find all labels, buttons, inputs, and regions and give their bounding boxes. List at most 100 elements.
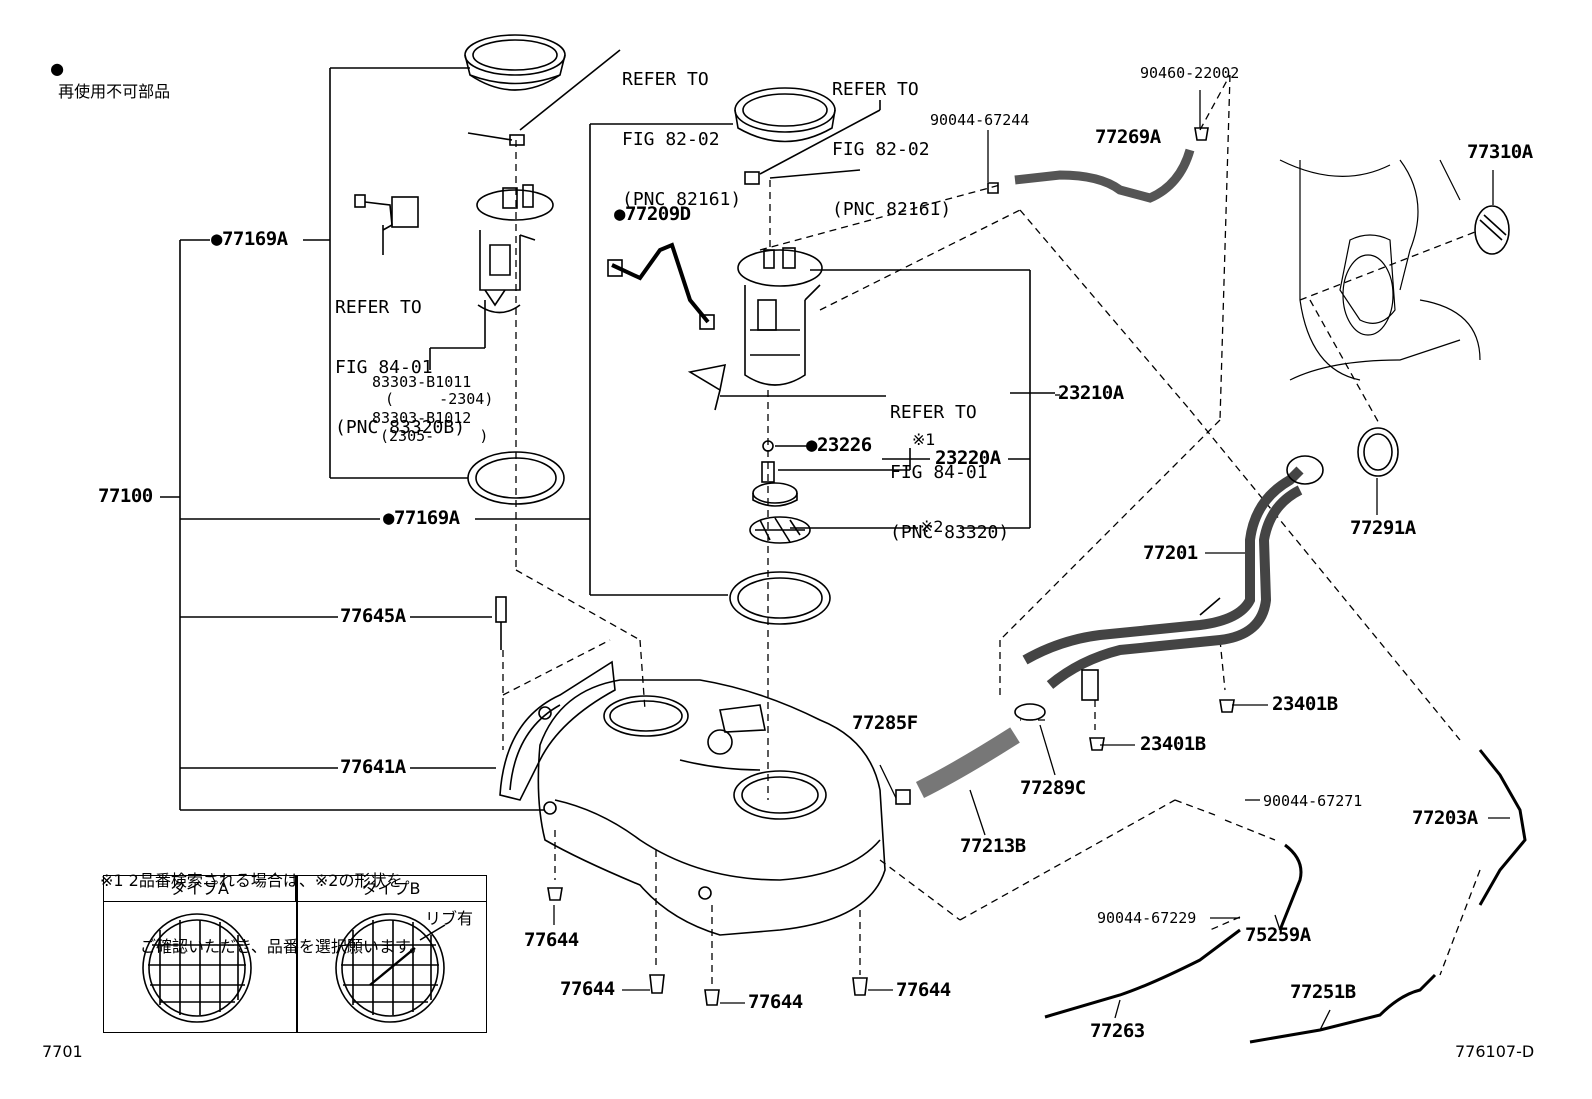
sender-lead-left — [467, 132, 513, 141]
part-77169A-top[interactable]: ●77169A — [211, 228, 288, 250]
filler-mouth — [1286, 455, 1324, 485]
note-line-2: ご確認いただき、品番を選択願います。 — [140, 937, 426, 956]
refer-line: FIG 84-01 — [335, 357, 433, 378]
fuel-tank — [537, 679, 886, 936]
part-77289C[interactable]: 77289C — [1020, 777, 1086, 799]
refer-line: FIG 82-02 — [622, 129, 720, 150]
sender-lead-mid — [769, 169, 861, 179]
vent-tube-75259A — [1278, 843, 1303, 931]
fuel-sender-float-left — [354, 194, 419, 231]
filler-bracket — [1199, 597, 1221, 616]
part-23210A[interactable]: 23210A — [1058, 382, 1124, 404]
part-77285F[interactable]: 77285F — [852, 712, 918, 734]
refer-line: (PNC 83320B) — [335, 417, 466, 438]
hose-clip — [895, 789, 911, 805]
part-90044-67229[interactable]: 90044-67229 — [1097, 909, 1197, 927]
part-77169A-mid[interactable]: ●77169A — [383, 507, 460, 529]
harness-plug-a — [607, 259, 623, 277]
footer-left-code: 7701 — [42, 1042, 83, 1061]
filler-spout — [1081, 669, 1099, 701]
part-77644-c[interactable]: 77644 — [748, 991, 803, 1013]
filler-hose — [915, 727, 1020, 799]
filler-opening-bezel — [1357, 427, 1399, 477]
assembly-bracket-lines — [160, 49, 1055, 811]
part-23226[interactable]: ●23226 — [806, 434, 872, 456]
harness-plug-b — [699, 314, 715, 330]
legend: ● 再使用不可部品 — [40, 40, 170, 102]
type-b-header: タイプB — [296, 876, 486, 902]
part-23401B-b[interactable]: 23401B — [1140, 733, 1206, 755]
vent-tube-77251B — [1249, 973, 1437, 1044]
sub-harness — [611, 242, 710, 324]
body-panel-outline — [1279, 159, 1481, 381]
refer-line: (PNC 82161) — [622, 189, 742, 210]
part-77310A[interactable]: 77310A — [1467, 141, 1533, 163]
mark-2: ※2 — [920, 517, 944, 536]
filler-pipe-outer — [1046, 485, 1303, 689]
refer-line: REFER TO — [622, 69, 709, 90]
sender-plug-left — [509, 134, 525, 146]
part-83303-B1012-range: (2305- ) — [380, 427, 489, 445]
strainer-type-a-illustration — [142, 913, 252, 1023]
table-divider — [296, 876, 298, 1032]
part-23401B-a[interactable]: 23401B — [1272, 693, 1338, 715]
part-77644-d[interactable]: 77644 — [896, 979, 951, 1001]
fuel-sender-float-mid — [687, 363, 727, 411]
strainer-type-table: タイプA タイプB — [103, 875, 487, 1033]
part-77203A[interactable]: 77203A — [1412, 807, 1478, 829]
legend-text: 再使用不可部品 — [58, 82, 171, 101]
part-77213B[interactable]: 77213B — [960, 835, 1026, 857]
refer-note-2: REFER TO FIG 82-02 (PNC 82161) — [832, 40, 951, 240]
hose-clamp-ring — [1014, 703, 1046, 721]
part-75259A[interactable]: 75259A — [1245, 924, 1311, 946]
refer-line: (PNC 82161) — [832, 199, 952, 220]
sender-plug-mid — [744, 171, 760, 185]
part-90460-22002[interactable]: 90460-22002 — [1140, 64, 1240, 82]
part-23220A[interactable]: 23220A — [935, 447, 1001, 469]
part-77100[interactable]: 77100 — [98, 485, 153, 507]
gasket-ring-top-mid — [734, 87, 836, 143]
type-a-header: タイプA — [104, 876, 296, 902]
part-83303-B1011[interactable]: 83303-B1011 — [372, 373, 472, 391]
part-77641A[interactable]: 77641A — [340, 756, 406, 778]
refer-line: FIG 84-01 — [890, 462, 988, 483]
refer-line: REFER TO — [335, 297, 422, 318]
refer-note-4: REFER TO FIG 84-01 (PNC 83320) — [890, 363, 1009, 563]
breather-hose — [1014, 148, 1195, 203]
assembly-dashed-lines — [502, 74, 1481, 985]
part-77291A[interactable]: 77291A — [1350, 517, 1416, 539]
footer-right-code: 776107-D — [1455, 1042, 1535, 1061]
protector-bracket — [499, 660, 616, 801]
part-77201[interactable]: 77201 — [1143, 542, 1198, 564]
part-83303-B1012[interactable]: 83303-B1012 — [372, 409, 472, 427]
gasket-ring-left-lower — [467, 451, 565, 505]
fuel-pump-module-mid — [737, 247, 823, 386]
fuel-strainer — [749, 516, 811, 544]
part-77263[interactable]: 77263 — [1090, 1020, 1145, 1042]
gasket-ring-mid-lower — [729, 571, 831, 625]
part-77645A[interactable]: 77645A — [340, 605, 406, 627]
part-90044-67244[interactable]: 90044-67244 — [930, 111, 1030, 129]
gasket-ring-top-left — [464, 34, 566, 91]
rib-label: リブ有 — [425, 909, 474, 928]
refer-note-1: REFER TO FIG 82-02 (PNC 82161) — [622, 30, 741, 230]
part-77644-b[interactable]: 77644 — [560, 978, 615, 1000]
part-77209D[interactable]: ●77209D — [614, 203, 691, 225]
part-90044-67271[interactable]: 90044-67271 — [1263, 792, 1363, 810]
filler-pipe — [1022, 466, 1304, 665]
refer-line: FIG 82-02 — [832, 139, 930, 160]
part-77644-a[interactable]: 77644 — [524, 929, 579, 951]
vent-tube-77203A — [1478, 749, 1527, 906]
strainer-type-b-illustration — [335, 913, 446, 1023]
part-77251B[interactable]: 77251B — [1290, 981, 1356, 1003]
tank-bolts — [547, 127, 1235, 1006]
bullet-marker: ● — [50, 59, 65, 78]
refer-line: (PNC 83320) — [890, 522, 1010, 543]
mark-1: ※1 — [912, 430, 936, 449]
right-leader-lines — [553, 90, 1510, 1031]
part-77269A[interactable]: 77269A — [1095, 126, 1161, 148]
fuel-filler-cap — [1474, 205, 1510, 255]
refer-line: REFER TO — [832, 79, 919, 100]
clamp-pin — [495, 596, 507, 623]
